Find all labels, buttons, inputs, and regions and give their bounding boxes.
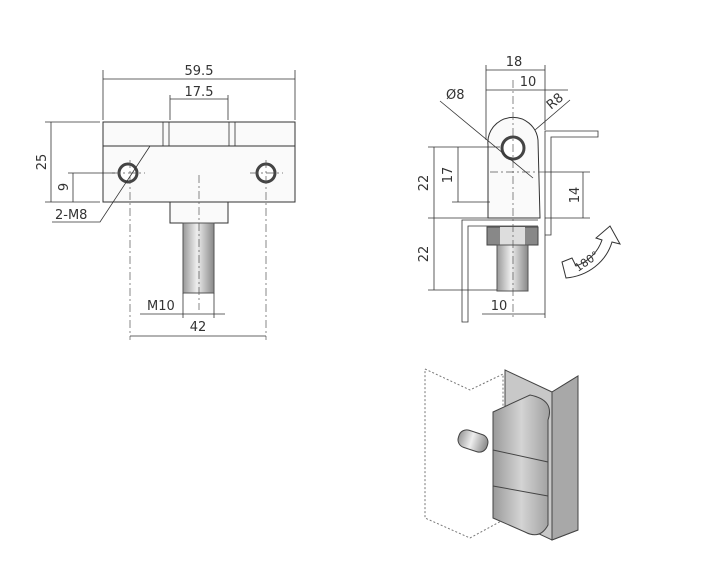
knuckle-row	[102, 121, 296, 147]
dim-hole-spacing: 42	[190, 320, 207, 335]
dim-hole-callout: 2-M8	[55, 208, 87, 223]
dim-depth: 18	[506, 55, 523, 70]
dim-upper-height: 22	[417, 175, 432, 192]
dim-stud-thread: M10	[147, 299, 175, 314]
dim-pin-diameter: Ø8	[446, 88, 465, 103]
dim-lower-height: 22	[417, 246, 432, 263]
dim-overall-width: 59.5	[185, 64, 214, 79]
dim-stud-offset: 10	[491, 299, 508, 314]
dim-offset: 10	[520, 75, 537, 90]
side-view: 18 10 Ø8 R8 22 17 14 22 10 180°	[417, 55, 621, 323]
dim-height: 25	[35, 154, 50, 171]
dim-knuckle-width: 17.5	[185, 85, 214, 100]
dim-bracket-height: 14	[568, 187, 583, 204]
knuckle-side	[487, 116, 541, 219]
threaded-stud	[182, 222, 215, 294]
front-view: 59.5 17.5 25 9 2-M8 M10 42	[35, 64, 296, 340]
hinge-body-3d	[492, 394, 550, 536]
dim-pin-height: 17	[441, 167, 456, 184]
stud-3d	[457, 429, 489, 453]
stud-side	[496, 244, 529, 292]
dim-hole-height: 9	[57, 183, 72, 191]
isometric-view	[424, 368, 579, 541]
rotation-arrow-icon	[561, 225, 621, 279]
dim-radius: R8	[544, 90, 567, 113]
